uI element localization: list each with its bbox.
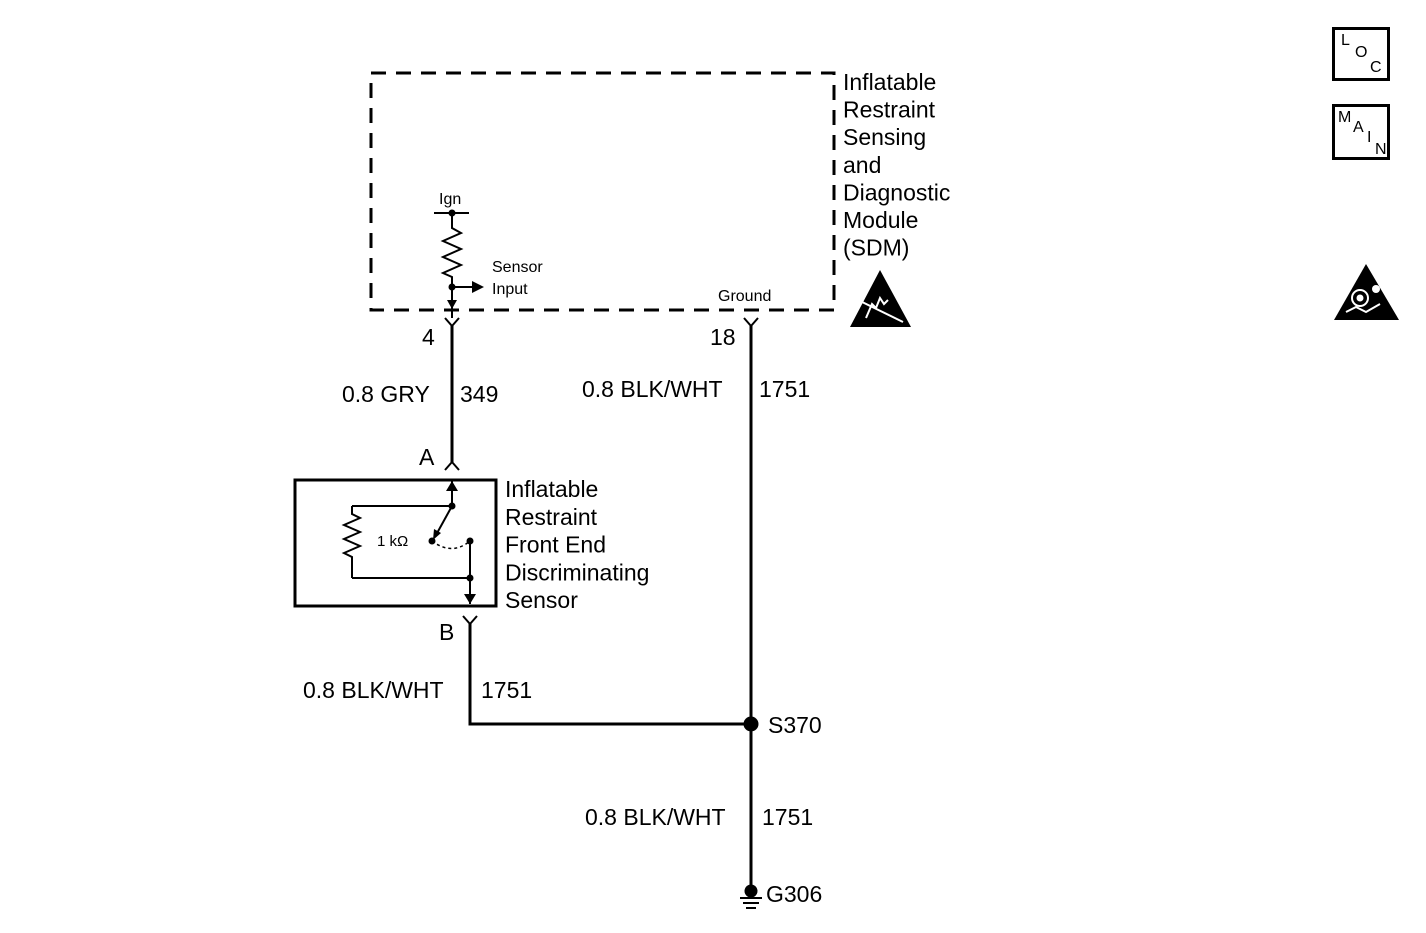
loc-letter-l: L xyxy=(1341,32,1350,49)
main-letter-n: N xyxy=(1375,141,1387,158)
sdm-pin-4-connector xyxy=(444,317,460,328)
wire-1751-ground-gauge: 0.8 BLK/WHT xyxy=(585,804,726,830)
main-letter-i: I xyxy=(1367,129,1372,146)
sensor-bottom-arrow-icon xyxy=(464,594,476,604)
splice-label: S370 xyxy=(768,712,822,738)
wire-349-circuit: 349 xyxy=(460,381,498,407)
loc-button[interactable]: L O C xyxy=(1332,27,1390,81)
splice-dot-icon xyxy=(743,716,759,732)
ground-symbol-icon xyxy=(740,884,762,909)
main-button[interactable]: M A I N xyxy=(1332,104,1390,160)
sensor-input-label: Sensor Input xyxy=(492,259,547,298)
sensor-resistor-label: 1 kΩ xyxy=(377,533,408,550)
sdm-module-outline xyxy=(369,71,836,312)
loc-letter-o: O xyxy=(1355,44,1368,61)
sensor-input-arrow-icon xyxy=(472,281,484,293)
ign-label: Ign xyxy=(439,191,461,208)
sdm-pin-18-label: 18 xyxy=(710,324,736,350)
wire-1751-ground-circuit: 1751 xyxy=(762,804,813,830)
ground-label: Ground xyxy=(718,288,771,305)
switch-travel-arc xyxy=(431,540,471,550)
wire-1751-sensor xyxy=(468,624,751,726)
sensor-resistor xyxy=(341,506,363,578)
esd-warning-icon xyxy=(850,270,911,327)
sensor-pin-b-label: B xyxy=(439,619,454,645)
wire-1751-sdm-circuit: 1751 xyxy=(759,376,810,402)
wire-1751-sensor-gauge: 0.8 BLK/WHT xyxy=(303,677,444,703)
airbag-warning-icon xyxy=(1334,264,1399,320)
sensor-pin-a-label: A xyxy=(419,444,435,470)
loc-letter-c: C xyxy=(1370,59,1382,76)
sensor-pin-a-connector xyxy=(444,460,460,471)
sensor-pin-b-connector xyxy=(462,615,478,626)
sdm-pin-4-label: 4 xyxy=(422,324,435,350)
wire-1751-sdm-gauge: 0.8 BLK/WHT xyxy=(582,376,723,402)
switch-arm xyxy=(435,505,453,536)
pullup-resistor xyxy=(440,213,464,287)
front-end-sensor-outline xyxy=(293,478,498,608)
ground-point-label: G306 xyxy=(766,881,822,907)
switch-arm-arrow-icon xyxy=(433,529,441,540)
wire-349-gauge: 0.8 GRY xyxy=(342,381,430,407)
main-letter-m: M xyxy=(1338,109,1352,126)
sdm-title: Inflatable Restraint Sensing and Diagnos… xyxy=(843,69,957,261)
sensor-bottom-node xyxy=(466,574,474,582)
wire-1751-sensor-circuit: 1751 xyxy=(481,677,532,703)
sdm-pin-18-connector xyxy=(743,317,759,328)
main-letter-a: A xyxy=(1353,119,1364,136)
sensor-title: Inflatable Restraint Front End Discrimin… xyxy=(505,476,656,613)
